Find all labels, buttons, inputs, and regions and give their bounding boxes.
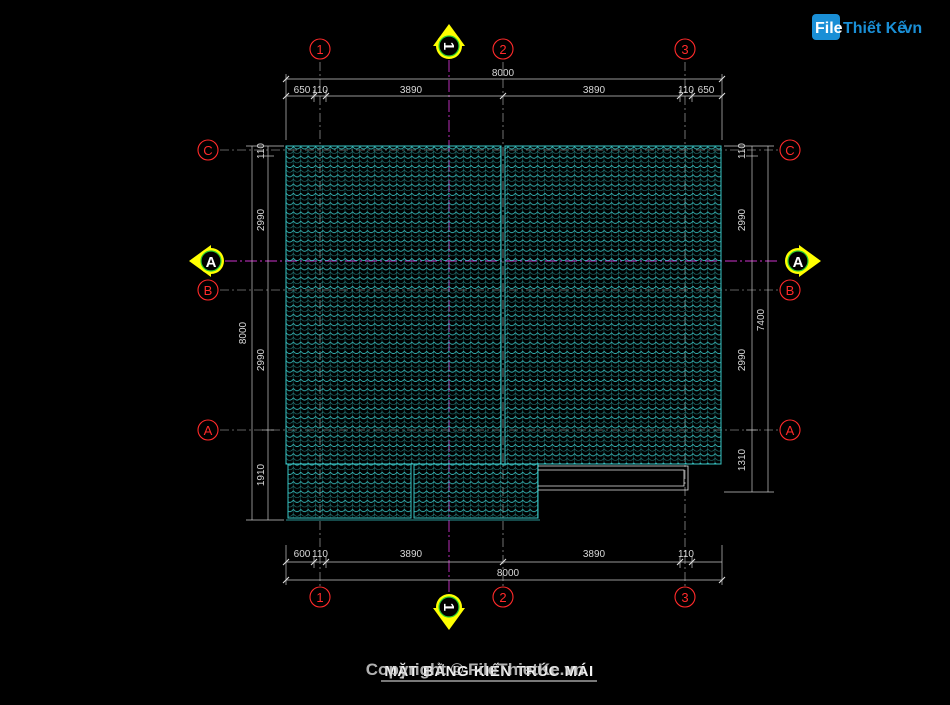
logo-part-2: Thiết Kế: [843, 20, 906, 37]
section-markers: 1 1 A A: [189, 24, 821, 630]
svg-text:2: 2: [499, 590, 506, 605]
dim-left-mid-1: 2990: [256, 208, 267, 231]
axis-bubble-3-top: 3: [674, 38, 696, 60]
svg-text:A: A: [786, 423, 795, 438]
dim-bottom-left-edge: 600: [294, 549, 311, 560]
svg-text:A: A: [206, 254, 217, 271]
main-roof-right: [504, 145, 722, 465]
dim-right-mid-1: 2990: [737, 208, 748, 231]
drawing-title: MẶT BẰNG KIẾN TRÚC MÁI: [384, 662, 593, 680]
dim-left-top: 110: [256, 143, 267, 159]
axis-bubble-a-left: A: [197, 419, 219, 441]
svg-text:A: A: [204, 423, 213, 438]
dim-right-bottom: 1310: [737, 448, 748, 471]
dim-right-top: 110: [737, 143, 748, 159]
dim-left-mid-2: 2990: [256, 348, 267, 371]
roof-gutter-outline: [538, 465, 689, 491]
dim-top-left-wall: 110: [312, 85, 328, 96]
roof-plan: [285, 145, 722, 521]
svg-text:1: 1: [440, 603, 457, 611]
dimension-ticks: [282, 75, 726, 584]
logo-part-3: .vn: [899, 20, 922, 37]
dim-top-right-wall: 110: [678, 85, 694, 96]
dim-bottom-right-wall: 110: [678, 549, 694, 560]
section-marker-a-right: A: [785, 245, 821, 277]
svg-text:1: 1: [316, 42, 323, 57]
dim-top-left-edge: 650: [294, 85, 311, 96]
dim-right-total: 7400: [756, 308, 767, 331]
axis-bubble-c-right: C: [779, 139, 801, 161]
svg-text:3: 3: [681, 590, 688, 605]
lower-roof-left: [287, 463, 412, 519]
axis-bubble-b-right: B: [779, 279, 801, 301]
axis-bubbles: 1 2 3 1 2 3 C B A C B A: [197, 38, 801, 608]
svg-text:B: B: [204, 283, 213, 298]
svg-text:C: C: [203, 143, 212, 158]
dimension-labels: 8000 650 110 3890 3890 110 650 600 110 3…: [238, 68, 767, 579]
section-marker-a-left: A: [189, 245, 224, 277]
svg-text:C: C: [785, 143, 794, 158]
axis-bubble-3-bottom: 3: [674, 586, 696, 608]
section-marker-1-top: 1: [433, 24, 465, 59]
dim-bottom-left-wall: 110: [312, 549, 328, 560]
dim-top-bay-1: 3890: [400, 85, 423, 96]
dim-left-bottom: 1910: [256, 463, 267, 486]
lower-roof-right: [413, 463, 539, 519]
axis-bubble-1-top: 1: [309, 38, 331, 60]
main-roof-left: [285, 145, 502, 465]
dim-bottom-bay-2: 3890: [583, 549, 606, 560]
axis-bubble-b-left: B: [197, 279, 219, 301]
axis-bubble-a-right: A: [779, 419, 801, 441]
dim-left-total: 8000: [238, 321, 249, 344]
copyright-watermark: Copyright © FileThietKe.vn: [366, 660, 584, 679]
dim-bottom-total: 8000: [497, 568, 520, 579]
dim-top-total: 8000: [492, 68, 515, 79]
section-marker-1-bottom: 1: [433, 594, 465, 630]
logo-part-1: File: [815, 20, 843, 37]
dim-top-right-edge: 650: [698, 85, 715, 96]
dim-top-bay-2: 3890: [583, 85, 606, 96]
svg-text:A: A: [793, 254, 804, 271]
axis-bubble-c-left: C: [197, 139, 219, 161]
dim-bottom-bay-1: 3890: [400, 549, 423, 560]
svg-text:1: 1: [440, 42, 457, 50]
svg-text:1: 1: [316, 590, 323, 605]
svg-text:2: 2: [499, 42, 506, 57]
axis-bubble-2-bottom: 2: [492, 586, 514, 608]
svg-text:3: 3: [681, 42, 688, 57]
dimension-lines: [246, 74, 774, 585]
dim-right-mid-2: 2990: [737, 348, 748, 371]
axis-bubble-1-bottom: 1: [309, 586, 331, 608]
filethietke-logo: File Thiết Kế .vn: [812, 14, 922, 40]
axis-bubble-2-top: 2: [492, 38, 514, 60]
svg-text:B: B: [786, 283, 795, 298]
